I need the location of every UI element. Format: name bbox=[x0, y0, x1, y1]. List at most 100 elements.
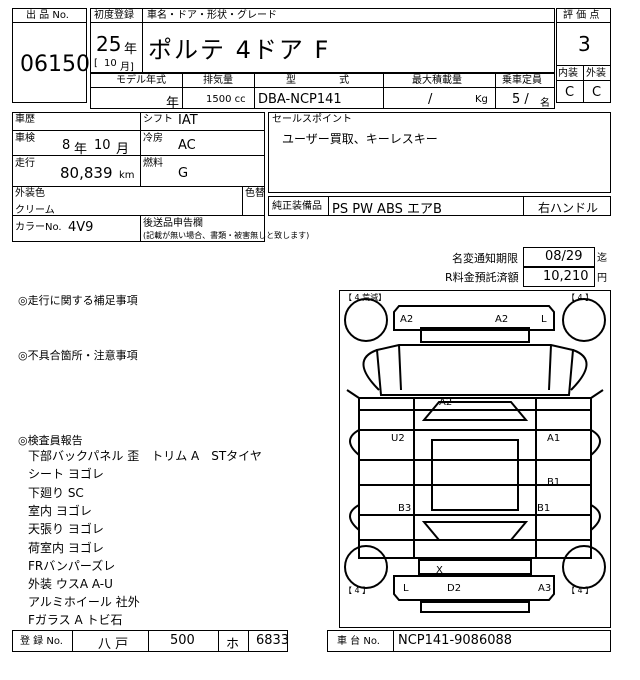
exterior-grade: C bbox=[592, 85, 602, 100]
first-registration-year: 25 bbox=[96, 32, 122, 56]
score-label: 評 価 点 bbox=[563, 10, 600, 21]
spec-row bbox=[90, 73, 555, 109]
postal-label: 後送品申告欄 bbox=[143, 218, 203, 229]
chassis-label: 車 台 No. bbox=[337, 636, 380, 647]
registration-region: 八 戸 bbox=[98, 637, 129, 652]
registration-class: 500 bbox=[170, 633, 195, 648]
exterior-label: 外装 bbox=[586, 68, 606, 79]
recycle-box bbox=[523, 267, 595, 287]
mileage-label: 走行 bbox=[15, 158, 35, 169]
shift-value: IAT bbox=[178, 113, 198, 128]
inspector-line: アルミホイール 社外 bbox=[28, 595, 140, 609]
recycle-value: 10,210 bbox=[543, 269, 589, 284]
mileage-unit: km bbox=[119, 170, 135, 181]
max-load-label: 最大積載量 bbox=[412, 75, 462, 86]
mileage-value: 80,839 bbox=[60, 164, 113, 182]
tire-front-left: 【 4 荒減】 bbox=[344, 293, 387, 302]
inspector-line: 荷室内 ヨゴレ bbox=[28, 541, 104, 555]
details-box bbox=[12, 112, 265, 242]
postal-note: (記載が無い場合、書類・被害無しと致します) bbox=[143, 231, 310, 240]
damage-mark: B3 bbox=[398, 503, 412, 514]
driving-notes-label: ◎走行に関する補足事項 bbox=[18, 294, 138, 307]
inspector-line: 室内 ヨゴレ bbox=[28, 504, 92, 518]
first-registration-month: 10 bbox=[104, 58, 117, 69]
model-year-unit: 年 bbox=[166, 96, 180, 111]
damage-mark: A3 bbox=[538, 583, 552, 594]
sales-point-label: セールスポイント bbox=[272, 114, 352, 125]
defects-label: ◎不具合箇所・注意事項 bbox=[18, 349, 138, 362]
inspector-line: 下廻り SC bbox=[28, 486, 84, 500]
registration-row bbox=[12, 630, 288, 652]
registration-number: 6833 bbox=[256, 633, 290, 648]
model-label: 型 式 bbox=[286, 75, 350, 86]
lot-number-label: 出 品 No. bbox=[26, 10, 69, 21]
capacity-label: 乗車定員 bbox=[502, 75, 542, 86]
inspector-line: 外装 ウスA A-U bbox=[28, 577, 113, 591]
inspection-label: 車検 bbox=[15, 133, 35, 144]
color-no-value: 4V9 bbox=[68, 220, 94, 235]
max-load-slash: / bbox=[428, 92, 433, 107]
sales-point-text: ユーザー買取、キーレスキー bbox=[282, 132, 438, 146]
exterior-color-label: 外装色 bbox=[15, 188, 45, 199]
color-no-label: カラーNo. bbox=[15, 222, 62, 233]
name-change-box bbox=[523, 247, 595, 267]
fuel-value: G bbox=[178, 166, 189, 181]
lot-number: 06150 bbox=[20, 52, 90, 77]
interior-grade: C bbox=[565, 85, 575, 100]
sales-point-box bbox=[268, 112, 611, 193]
shift-label: シフト bbox=[143, 114, 173, 125]
registration-kana: ホ bbox=[226, 637, 240, 652]
inspection-year: 8 bbox=[62, 138, 71, 153]
damage-mark: A2 bbox=[495, 314, 509, 325]
first-registration-year-unit: 年 bbox=[124, 42, 138, 57]
model-code: DBA-NCP141 bbox=[258, 92, 342, 107]
interior-label: 内装 bbox=[558, 68, 578, 79]
damage-mark: X bbox=[436, 565, 443, 576]
inspection-month: 10 bbox=[94, 138, 111, 153]
inspector-line: 下部バックパネル 歪 トリム A STタイヤ bbox=[28, 449, 262, 463]
ac-label: 冷房 bbox=[143, 133, 163, 144]
handle-value: 右ハンドル bbox=[538, 201, 599, 215]
inspection-month-unit: 月 bbox=[116, 142, 130, 157]
damage-mark: L bbox=[403, 583, 409, 594]
recycle-unit: 円 bbox=[597, 273, 607, 284]
equipment-label: 純正装備品 bbox=[272, 201, 322, 212]
first-registration-label: 初度登録 bbox=[94, 10, 134, 21]
recycle-label: R料金預託済額 bbox=[445, 271, 519, 284]
name-change-value: 08/29 bbox=[545, 249, 583, 264]
name-change-unit: 迄 bbox=[597, 253, 607, 264]
equipment-row bbox=[268, 196, 611, 216]
damage-mark: L bbox=[541, 314, 547, 325]
chassis-row bbox=[327, 630, 611, 652]
registration-label: 登 録 No. bbox=[20, 636, 63, 647]
model-year-label: モデル年式 bbox=[116, 75, 166, 86]
inspector-line: FRバンパーズレ bbox=[28, 559, 116, 573]
first-registration-month-open: [ bbox=[94, 58, 98, 69]
displacement: 1500 cc bbox=[206, 94, 246, 105]
tire-front-right: 【 4 】 bbox=[567, 293, 594, 302]
ac-value: AC bbox=[178, 138, 196, 153]
fuel-label: 燃料 bbox=[143, 158, 163, 169]
max-load-unit: Kg bbox=[475, 94, 488, 105]
chassis-number: NCP141-9086088 bbox=[398, 633, 513, 648]
capacity: 5 / bbox=[512, 92, 529, 107]
score-value: 3 bbox=[578, 32, 591, 56]
car-name-label: 車名・ドア・形状・グレード bbox=[147, 10, 277, 21]
exterior-color-value: クリーム bbox=[15, 205, 55, 216]
damage-mark: U2 bbox=[391, 433, 405, 444]
inspector-line: Fガラス A トビ石 bbox=[28, 613, 123, 627]
first-registration-month-unit: 月] bbox=[120, 62, 134, 73]
inspector-line: 天張り ヨゴレ bbox=[28, 522, 104, 536]
damage-mark: A2 bbox=[439, 397, 453, 408]
inspector-line: シート ヨゴレ bbox=[28, 467, 104, 481]
name-change-label: 名変通知期限 bbox=[452, 252, 518, 265]
car-name: ポルテ 4ドア F bbox=[148, 36, 331, 64]
lot-number-box bbox=[12, 8, 87, 103]
tire-rear-left: 【 4 】 bbox=[344, 586, 371, 595]
inspection-year-unit: 年 bbox=[74, 142, 88, 157]
equipment-value: PS PW ABS エアB bbox=[332, 202, 442, 217]
color-change-label: 色替 bbox=[245, 188, 265, 199]
damage-mark: D2 bbox=[447, 583, 462, 594]
displacement-label: 排気量 bbox=[203, 75, 233, 86]
tire-rear-right: 【 4 】 bbox=[567, 586, 594, 595]
